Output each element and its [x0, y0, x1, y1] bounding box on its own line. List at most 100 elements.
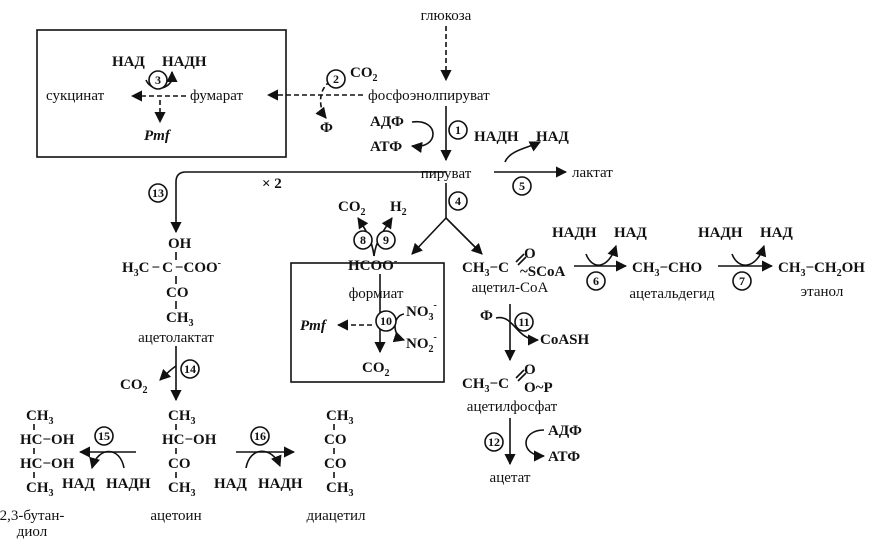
svg-text:9: 9 [383, 233, 389, 247]
succinate-label: сукцинат [46, 88, 105, 104]
svg-text:CO: CO [324, 432, 347, 448]
svg-text:1: 1 [455, 123, 461, 137]
reaction-number-4: 4 [448, 191, 468, 211]
svg-text:15: 15 [98, 429, 110, 443]
svg-text:CH3: CH3 [326, 408, 354, 427]
svg-text:10: 10 [380, 314, 392, 328]
svg-text:11: 11 [518, 315, 529, 329]
nadh-label-16: НАДН [258, 476, 303, 492]
acetyl-coa-label: ацетил-CoA [472, 280, 549, 296]
co2-label-14: CO2 [120, 377, 148, 396]
svg-text:HC−OH: HC−OH [162, 432, 217, 448]
svg-text:12: 12 [488, 435, 500, 449]
acetolactate-label: ацетолактат [138, 330, 214, 346]
co2-release-curve-14 [159, 365, 177, 381]
svg-text:CH3: CH3 [326, 480, 354, 499]
pep-label: фосфоэнолпируват [368, 88, 490, 104]
svg-text:5: 5 [519, 179, 525, 193]
nadh-label-3: НАДН [162, 54, 207, 70]
adp-atp-curve-1 [410, 121, 434, 153]
nadh-nad-curve-6 [585, 244, 619, 266]
ethanol-formula: CH3−CH2OH [778, 260, 865, 279]
svg-text:CO: CO [168, 456, 191, 472]
nad-label-16: НАД [214, 476, 248, 492]
svg-text:OH: OH [168, 236, 192, 252]
no2-label: NO2- [406, 332, 437, 355]
adp-label-12: АДФ [548, 423, 582, 439]
reaction-number-12: 12 [484, 432, 504, 452]
svg-text:CH3: CH3 [26, 480, 54, 499]
acetate-label: ацетат [490, 470, 531, 486]
svg-text:O~P: O~P [524, 380, 553, 396]
formate-formula: HCOO- [348, 256, 397, 274]
svg-text:HC−OH: HC−OH [20, 456, 75, 472]
co2-label-8: CO2 [338, 199, 366, 218]
reaction-number-11: 11 [514, 312, 534, 332]
nadh-nad-curve-7 [731, 244, 767, 266]
nad-label-15: НАД [62, 476, 96, 492]
nadh-label-15: НАДН [106, 476, 151, 492]
pi-coash-curve-11 [495, 316, 540, 346]
lactate-label: лактат [572, 165, 613, 181]
butanediol-formula: CH3 HC−OH HC−OH CH3 [20, 408, 75, 499]
reaction-number-9: 9 [376, 230, 396, 250]
svg-text:CH3: CH3 [26, 408, 54, 427]
reaction-number-14: 14 [180, 359, 200, 379]
reaction-number-6: 6 [586, 271, 606, 291]
svg-text:CH3: CH3 [168, 408, 196, 427]
svg-text:CH3−C: CH3−C [462, 376, 509, 395]
reaction-number-10: 10 [375, 310, 397, 332]
acetoin-formula: CH3 HC−OH CO CH3 [162, 408, 217, 499]
svg-text:O: O [524, 246, 536, 262]
acetaldehyde-label: ацетальдегид [629, 286, 715, 302]
nad-label-7: НАД [760, 225, 794, 241]
reaction-number-16: 16 [250, 426, 270, 446]
svg-text:CH3: CH3 [168, 480, 196, 499]
nadh-label-7: НАДН [698, 225, 743, 241]
adp-label-1: АДФ [370, 114, 404, 130]
svg-text:CH3: CH3 [166, 310, 194, 329]
x2-label: × 2 [262, 176, 282, 192]
svg-text:7: 7 [739, 274, 745, 288]
no3-no2-curve-10 [392, 313, 406, 343]
reaction-number-13: 13 [148, 183, 168, 203]
acetyl-phosphate-label: ацетилфосфат [467, 399, 558, 415]
pmf-label-3: Pmf [144, 128, 172, 144]
svg-text:CO: CO [166, 285, 189, 301]
svg-text:CO: CO [324, 456, 347, 472]
fumarate-reductase-box [36, 29, 287, 158]
reaction-number-1: 1 [448, 120, 468, 140]
diacetyl-label: диацетил [306, 508, 366, 524]
acetyl-phosphate-formula: CH3−C O O~P [462, 362, 553, 396]
co2-label-2: CO2 [350, 65, 378, 84]
pi-label-11: Ф [480, 308, 493, 324]
svg-text:6: 6 [593, 274, 599, 288]
nadh-nad-curve-5 [504, 141, 542, 163]
glucose-label: глюкоза [421, 8, 472, 24]
svg-text:O: O [524, 362, 536, 378]
adp-atp-curve-12 [525, 429, 546, 462]
nadh-label-6: НАДН [552, 225, 597, 241]
svg-text:3: 3 [155, 73, 161, 87]
nadh-nad-curve-15 [89, 450, 125, 470]
nad-label-3: НАД [112, 54, 146, 70]
acetaldehyde-formula: CH3−CHO [632, 260, 702, 279]
reaction-number-3: 3 [148, 70, 168, 90]
svg-text:CH3−C: CH3−C [462, 260, 509, 279]
svg-text:4: 4 [455, 194, 461, 208]
ethanol-label: этанол [801, 284, 844, 300]
h2-label-9: H2 [390, 199, 407, 218]
pi-label-2: Ф [320, 120, 333, 136]
co2-label-10: CO2 [362, 360, 390, 379]
formate-label: формиат [349, 286, 404, 302]
pyruvate-label: пируват [421, 166, 472, 182]
svg-text:H3C−C−COO-: H3C−C−COO- [122, 258, 221, 279]
butanediol-label-line2: диол [17, 524, 48, 540]
svg-text:HC−OH: HC−OH [20, 432, 75, 448]
svg-text:13: 13 [152, 186, 164, 200]
coash-label: CoASH [540, 332, 590, 348]
acetoin-label: ацетоин [150, 508, 201, 524]
nad-label-6: НАД [614, 225, 648, 241]
acetolactate-formula: OH H3C−C−COO- CO CH3 [122, 236, 221, 329]
